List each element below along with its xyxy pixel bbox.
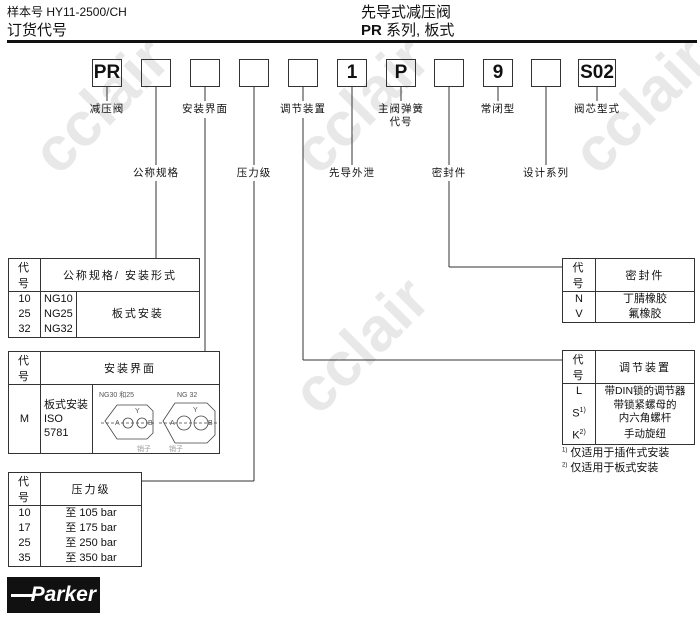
port-pattern-diagram: NG30 和25 NG 32 A B Y A B Y 销子 销子	[99, 390, 217, 453]
svg-text:Y: Y	[135, 408, 140, 415]
code-box-type: PR	[92, 59, 122, 87]
svg-text:销子: 销子	[169, 444, 183, 453]
page-subtitle: PR 系列, 板式	[361, 22, 455, 39]
parker-logo: Parker	[7, 577, 100, 613]
code-box-seal	[434, 59, 464, 87]
label-design-series: 设计系列	[523, 167, 569, 179]
page-title: 先导式减压阀	[361, 4, 452, 21]
code-box-interface	[190, 59, 220, 87]
label-spool: 阀芯型式	[574, 103, 620, 115]
code-box-spring: P	[386, 59, 416, 87]
svg-text:B: B	[148, 420, 153, 427]
code-box-design-series	[531, 59, 561, 87]
svg-text:销子: 销子	[137, 444, 151, 453]
label-pressure: 压力级	[236, 167, 272, 179]
code-box-spool: S02	[578, 59, 616, 87]
catalog-number: 样本号 HY11-2500/CH	[7, 5, 127, 19]
label-valve: 减压阀	[89, 103, 125, 115]
code-box-pressure	[239, 59, 269, 87]
footnote-1: 1) 仅适用于插件式安装	[562, 447, 670, 459]
code-box-pilot-drain: 1	[337, 59, 367, 87]
code-box-normally-closed: 9	[483, 59, 513, 87]
logo-stripe	[11, 594, 35, 597]
footnote-2: 2) 仅适用于板式安装	[562, 462, 659, 474]
label-seal: 密封件	[431, 167, 467, 179]
section-title: 订货代号	[7, 22, 68, 39]
code-box-adjustment	[288, 59, 318, 87]
mounting-diagram: NG30 和25 NG 32 A B Y A B Y 销子 销子	[92, 384, 220, 454]
svg-text:A: A	[115, 420, 120, 427]
svg-text:Y: Y	[193, 407, 198, 414]
svg-text:B: B	[208, 420, 213, 427]
label-spring: 主阀弹簧 代号	[378, 103, 424, 128]
header-rule	[7, 40, 697, 43]
svg-text:A: A	[170, 420, 175, 427]
svg-text:NG30 和25: NG30 和25	[99, 390, 134, 399]
label-adjustment: 调节装置	[280, 103, 326, 115]
label-pilot-drain: 先导外泄	[329, 167, 375, 179]
label-size: 公称规格	[133, 167, 179, 179]
label-normally-closed: 常闭型	[480, 103, 516, 115]
label-interface: 安装界面	[182, 103, 228, 115]
code-box-size	[141, 59, 171, 87]
mount-type: 板式安装	[75, 291, 200, 338]
svg-text:NG 32: NG 32	[177, 392, 197, 399]
